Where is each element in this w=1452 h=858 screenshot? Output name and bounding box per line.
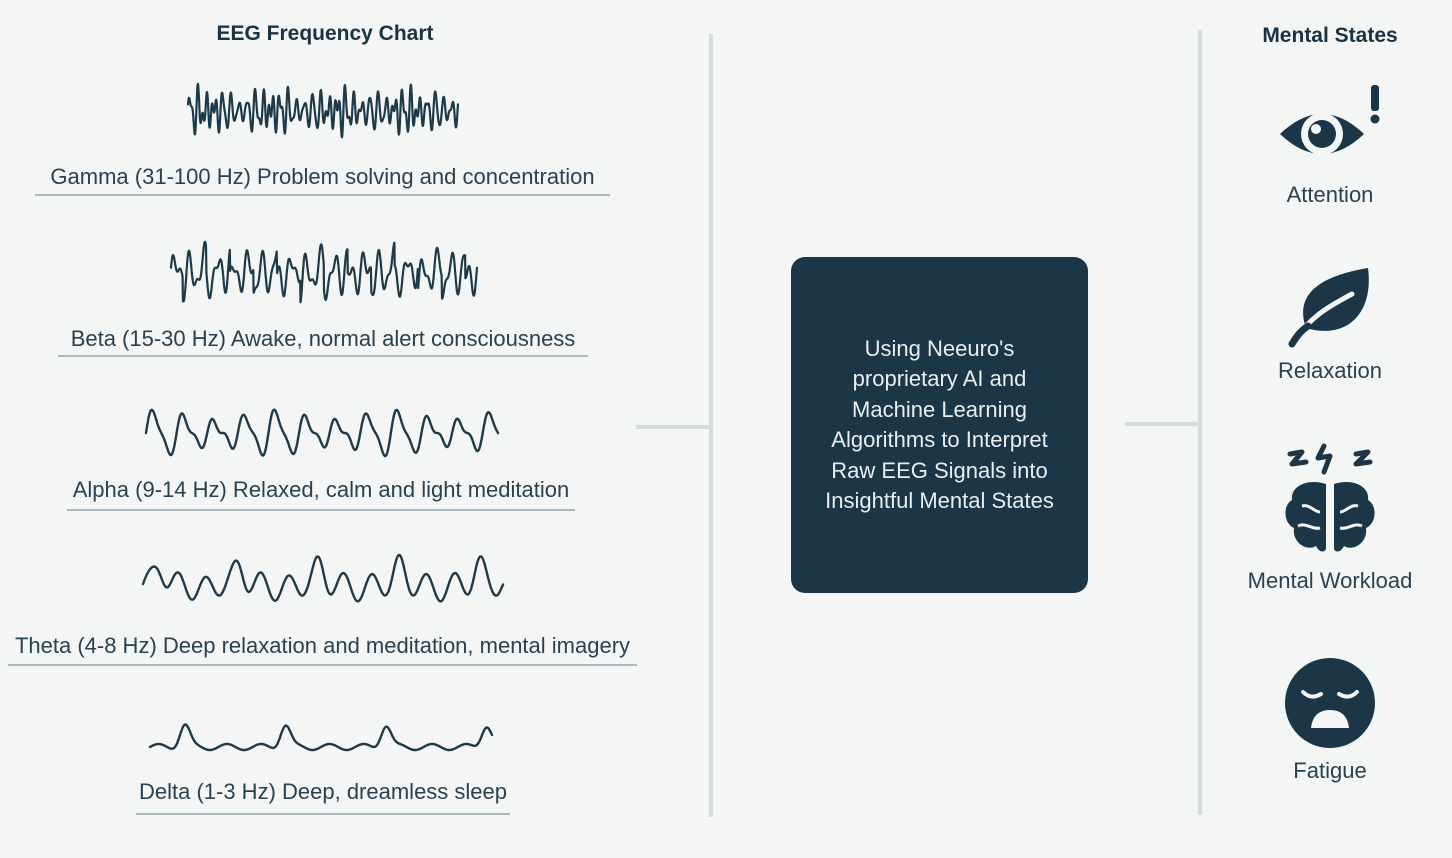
ai-processing-text: Using Neeuro's proprietary AI and Machin… <box>825 335 1054 514</box>
beta-label: Beta (15-30 Hz) Awake, normal alert cons… <box>70 326 576 351</box>
theta-wave-graphic <box>141 553 505 603</box>
right-connector-line <box>1125 422 1201 426</box>
state-fatigue: Fatigue <box>1230 656 1430 784</box>
beta-wave-graphic <box>169 240 479 304</box>
gamma-label: Gamma (31-100 Hz) Problem solving and co… <box>50 164 595 189</box>
gamma-underline <box>35 194 610 196</box>
delta-label: Delta (1-3 Hz) Deep, dreamless sleep <box>138 779 508 804</box>
alpha-underline <box>67 509 575 511</box>
eye-alert-icon <box>1280 85 1380 155</box>
ai-processing-box: Using Neeuro's proprietary AI and Machin… <box>791 257 1088 593</box>
alpha-label: Alpha (9-14 Hz) Relaxed, calm and light … <box>72 477 570 502</box>
delta-underline <box>136 813 510 815</box>
state-attention: Attention <box>1230 82 1430 208</box>
alpha-wave-graphic <box>144 408 500 458</box>
waveform-path <box>186 82 460 139</box>
state-mental-workload: Mental Workload <box>1230 442 1430 594</box>
theta-label: Theta (4-8 Hz) Deep relaxation and medit… <box>14 633 631 658</box>
brain-stress-icon <box>1285 443 1375 552</box>
leaf-icon <box>1288 268 1369 348</box>
state-attention-label: Attention <box>1286 182 1374 207</box>
eeg-chart-title: EEG Frequency Chart <box>216 22 434 45</box>
state-fatigue-label: Fatigue <box>1293 758 1367 783</box>
waveform-path <box>144 408 500 458</box>
waveform-path <box>148 723 494 752</box>
mental-states-title: Mental States <box>1262 24 1398 47</box>
left-divider-line <box>709 34 713 817</box>
state-relaxation: Relaxation <box>1230 264 1430 384</box>
beta-underline <box>58 355 588 357</box>
state-mental-workload-label: Mental Workload <box>1247 568 1413 593</box>
left-connector-line <box>636 425 711 429</box>
state-relaxation-label: Relaxation <box>1278 358 1382 383</box>
tired-face-icon <box>1285 658 1375 748</box>
waveform-path <box>169 240 479 304</box>
waveform-path <box>141 553 505 603</box>
gamma-wave-graphic <box>186 82 460 139</box>
right-divider-line <box>1198 30 1202 815</box>
theta-underline <box>8 664 637 666</box>
delta-wave-graphic <box>148 723 494 752</box>
